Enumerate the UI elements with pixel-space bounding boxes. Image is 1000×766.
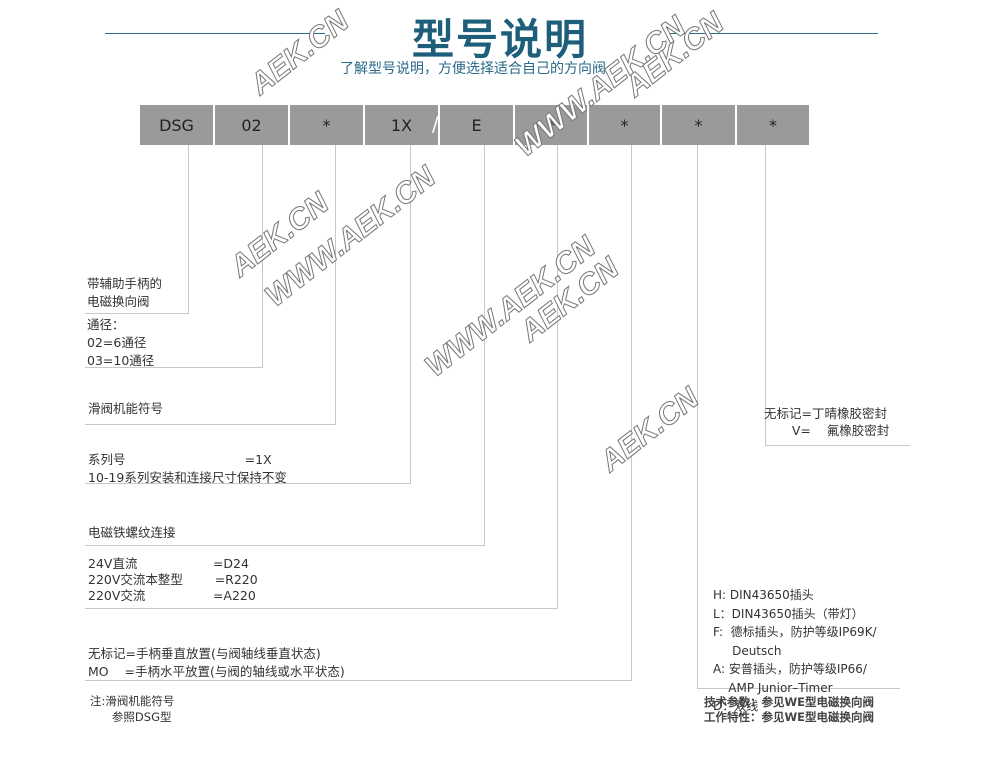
code-box-connector: *	[662, 105, 735, 145]
leader-line	[335, 145, 336, 424]
leader-line	[697, 145, 698, 688]
leader-line	[484, 145, 485, 545]
page-title: 型号说明	[411, 15, 588, 64]
code-box-series: 1X	[365, 105, 438, 145]
leader-line	[85, 313, 189, 314]
leader-line	[697, 688, 900, 689]
code-separator: /	[432, 112, 439, 136]
title-rule-left	[105, 33, 325, 34]
title-rule-right	[670, 33, 878, 34]
code-box-dsg: DSG	[140, 105, 213, 145]
leader-line	[410, 145, 411, 483]
code-box-handle: *	[589, 105, 660, 145]
code-box-size: 02	[215, 105, 288, 145]
leader-line	[85, 608, 558, 609]
watermark: AEK.CN	[594, 381, 706, 479]
page-subtitle: 了解型号说明，方便选择适合自己的方向阀	[340, 61, 606, 77]
desc-function: 滑阀机能符号	[88, 401, 164, 416]
leader-line	[85, 367, 263, 368]
desc-thread: 电磁铁螺纹连接	[88, 525, 176, 540]
desc-seal: 无标记=丁晴橡胶密封 V= 氟橡胶密封	[764, 406, 890, 438]
leader-line	[85, 680, 632, 681]
leader-line	[262, 145, 263, 367]
leader-line	[188, 145, 189, 313]
code-box-function: *	[290, 105, 363, 145]
desc-note: 注:滑阀机能符号 参照DSG型	[90, 694, 175, 724]
code-box-seal: *	[737, 105, 809, 145]
leader-line	[85, 483, 411, 484]
leader-line	[557, 145, 558, 608]
leader-line	[765, 445, 910, 446]
leader-line	[765, 145, 766, 445]
leader-line	[85, 424, 336, 425]
desc-handle-position: 无标记=手柄垂直放置(与阀轴线垂直状态)MO =手柄水平放置(与阀的轴线或水平状…	[88, 646, 345, 679]
leader-line	[85, 545, 485, 546]
code-box-voltage: *	[515, 105, 587, 145]
desc-tech: 技术参数：参见WE型电磁换向阀工作特性：参见WE型电磁换向阀	[704, 695, 875, 724]
desc-handle-valve: 带辅助手柄的电磁换向阀	[87, 276, 163, 309]
code-box-thread: E	[440, 105, 513, 145]
leader-line	[631, 145, 632, 680]
